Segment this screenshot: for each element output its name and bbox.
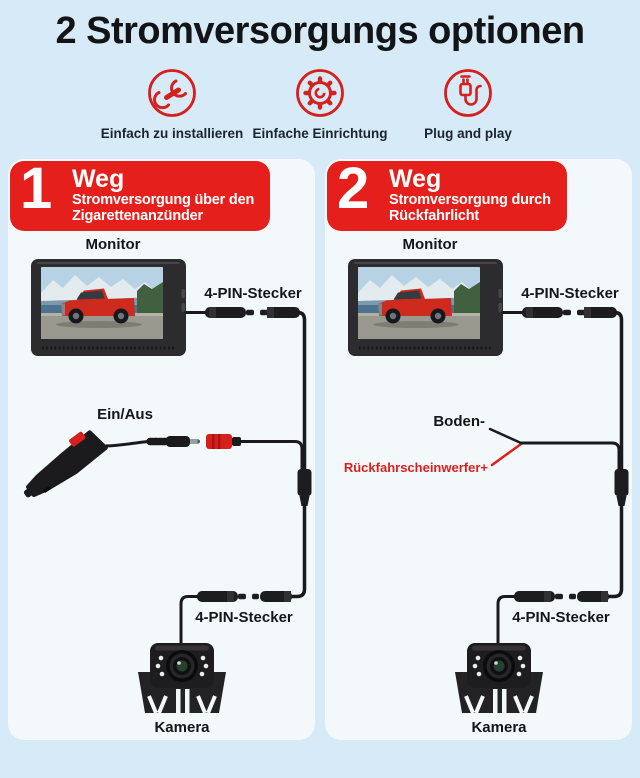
option-number: 1 bbox=[20, 156, 53, 221]
red-truck bbox=[378, 288, 452, 324]
reverse-light-wire-label: Rückfahrscheinwerfer+ bbox=[344, 460, 489, 475]
monitor-screen-image bbox=[358, 267, 480, 339]
wiring-diagram-2: Monitor bbox=[344, 236, 629, 736]
camera-graphic bbox=[455, 643, 543, 714]
monitor-label: Monitor bbox=[403, 236, 458, 253]
option-subheading-line1: Stromversorgung durch bbox=[389, 192, 551, 208]
wiring-diagram-1: Monitor bbox=[23, 236, 312, 736]
plug-icon bbox=[444, 69, 492, 117]
branch-wire bbox=[239, 440, 304, 473]
option-subheading-line2: Rückfahrlicht bbox=[389, 208, 480, 224]
panel-option-2: 2 Weg Stromversorgung durch Rückfahrlich… bbox=[325, 159, 632, 740]
pin-connector-top bbox=[184, 307, 300, 318]
cable-junction bbox=[614, 469, 629, 506]
feature-label: Plug and play bbox=[424, 126, 512, 141]
pin-connector-bottom-label: 4-PIN-Stecker bbox=[512, 609, 610, 626]
options-panels: 1 Weg Stromversorgung über den Zigarette… bbox=[0, 159, 640, 740]
monitor-graphic bbox=[348, 259, 503, 356]
page-title: 2 Stromversorgungs optionen bbox=[55, 10, 585, 52]
main-cable-upper bbox=[613, 310, 624, 473]
pin-connector-top-label: 4-PIN-Stecker bbox=[204, 285, 302, 302]
camera-label: Kamera bbox=[471, 719, 527, 736]
option-number: 2 bbox=[337, 156, 370, 221]
main-cable-lower bbox=[290, 503, 307, 599]
option-1-banner: 1 Weg Stromversorgung über den Zigarette… bbox=[10, 156, 271, 231]
main-cable-lower bbox=[607, 503, 624, 599]
cable-junction bbox=[297, 469, 312, 506]
panel-option-1: 1 Weg Stromversorgung über den Zigarette… bbox=[8, 159, 315, 740]
feature-easy-setup: Einfache Einrichtung bbox=[246, 67, 394, 141]
wrench-icon bbox=[148, 69, 196, 117]
option-heading: Weg bbox=[72, 165, 125, 193]
pin-connector-top-label: 4-PIN-Stecker bbox=[521, 285, 619, 302]
dc-barrel-plug bbox=[166, 436, 200, 447]
main-cable-upper bbox=[296, 310, 307, 473]
pin-connector-top bbox=[501, 307, 617, 318]
option-heading: Weg bbox=[389, 165, 442, 193]
option-subheading-line2: Zigarettenanzünder bbox=[72, 208, 203, 224]
ground-wire bbox=[488, 427, 523, 445]
monitor-label: Monitor bbox=[86, 236, 141, 253]
option-2-banner: 2 Weg Stromversorgung durch Rückfahrlich… bbox=[327, 156, 567, 231]
dc-jack-red bbox=[206, 434, 241, 449]
camera-leds bbox=[155, 655, 209, 677]
feature-label: Einfache Einrichtung bbox=[252, 126, 388, 141]
feature-label: Einfach zu installieren bbox=[100, 126, 244, 141]
features-row: Einfach zu installieren Einfache Einrich… bbox=[0, 67, 640, 141]
monitor-graphic bbox=[31, 259, 186, 356]
product-infographic: 2 Stromversorgungs optionen Einfach zu i… bbox=[0, 10, 640, 740]
ground-wire-label: Boden- bbox=[433, 413, 485, 430]
monitor-screen-image bbox=[41, 267, 163, 339]
power-switch-label: Ein/Aus bbox=[97, 406, 153, 423]
option-subheading-line1: Stromversorgung über den bbox=[72, 192, 255, 208]
reverse-light-wire bbox=[490, 442, 523, 467]
feature-easy-install: Einfach zu installieren bbox=[98, 67, 246, 141]
pin-connector-bottom bbox=[496, 591, 609, 645]
cigarette-lighter-plug bbox=[23, 430, 108, 498]
pin-connector-bottom-label: 4-PIN-Stecker bbox=[195, 609, 293, 626]
gear-icon bbox=[296, 69, 344, 117]
plug-cable bbox=[92, 440, 150, 448]
feature-plug-play: Plug and play bbox=[394, 67, 542, 141]
camera-leds bbox=[472, 655, 526, 677]
branch-wire bbox=[519, 441, 621, 473]
pin-connector-bottom bbox=[179, 591, 292, 645]
red-truck bbox=[61, 288, 135, 324]
camera-label: Kamera bbox=[154, 719, 210, 736]
camera-graphic bbox=[138, 643, 226, 714]
